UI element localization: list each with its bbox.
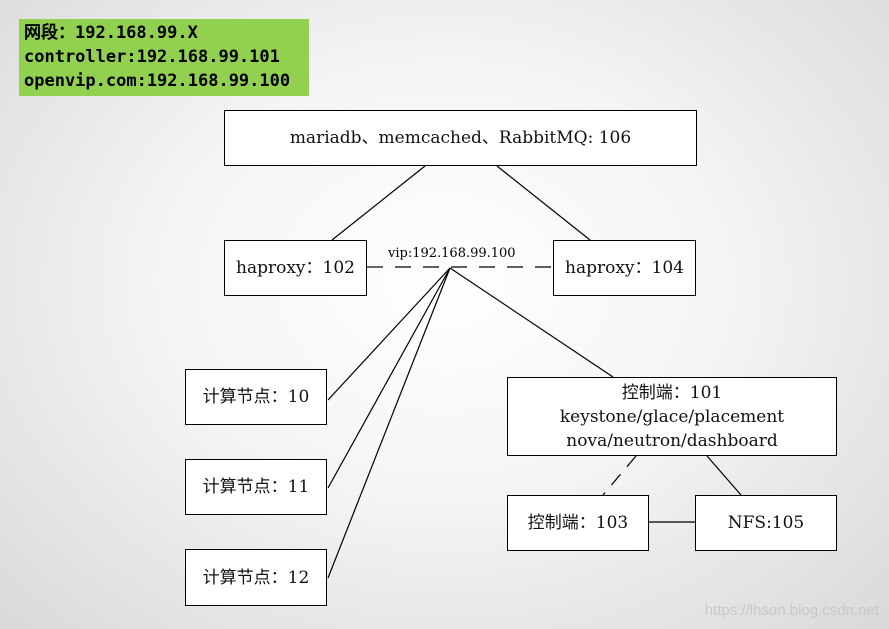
node-haproxy-102: haproxy：102 <box>224 240 367 296</box>
node-compute-11-label: 计算节点：11 <box>202 477 310 497</box>
node-controller-101-services-b: nova/neutron/dashboard <box>566 430 778 451</box>
network-segment-text: 网段：192.168.99.X <box>24 23 198 43</box>
node-haproxy-104-label: haproxy：104 <box>565 258 684 278</box>
edge-vip-compute-12 <box>327 267 451 579</box>
openvip-address-text: openvip.com:192.168.99.100 <box>24 71 291 91</box>
node-compute-12-label: 计算节点：12 <box>202 567 310 588</box>
node-controller-103: 控制端：103 <box>507 495 649 551</box>
watermark-text: https://lhson.blog.csdn.net <box>704 602 879 619</box>
node-nfs-105: NFS:105 <box>695 495 837 551</box>
edge-vip-controller-101 <box>449 267 614 378</box>
edge-vip-compute-11 <box>327 267 451 489</box>
node-compute-10: 计算节点：10 <box>185 369 327 425</box>
edge-db-haproxy-102 <box>331 165 426 241</box>
node-compute-12: 计算节点：12 <box>185 549 327 606</box>
node-controller-101-services-a: keystone/glace/placement <box>559 406 785 427</box>
node-haproxy-104: haproxy：104 <box>553 240 696 296</box>
node-controller-101: 控制端：101 keystone/glace/placement nova/ne… <box>507 377 837 456</box>
node-haproxy-102-label: haproxy：102 <box>236 258 355 278</box>
node-nfs-105-label: NFS:105 <box>727 513 805 533</box>
controller-address-text: controller:192.168.99.101 <box>24 47 280 67</box>
node-compute-10-label: 计算节点：10 <box>202 387 310 407</box>
edge-controller-101-103-dashed <box>602 455 637 496</box>
edge-vip-compute-10 <box>327 267 451 401</box>
node-db-services-label: mariadb、memcached、RabbitMQ: 106 <box>289 128 632 148</box>
vip-label: vip:192.168.99.100 <box>388 246 516 261</box>
edge-db-haproxy-104 <box>496 165 591 241</box>
edge-controller-101-nfs <box>706 455 742 496</box>
node-controller-101-title: 控制端：101 <box>621 382 723 403</box>
network-info-panel: 网段：192.168.99.X controller:192.168.99.10… <box>19 19 309 96</box>
node-db-services: mariadb、memcached、RabbitMQ: 106 <box>224 110 697 166</box>
node-controller-103-label: 控制端：103 <box>527 513 629 533</box>
node-compute-11: 计算节点：11 <box>185 459 327 515</box>
